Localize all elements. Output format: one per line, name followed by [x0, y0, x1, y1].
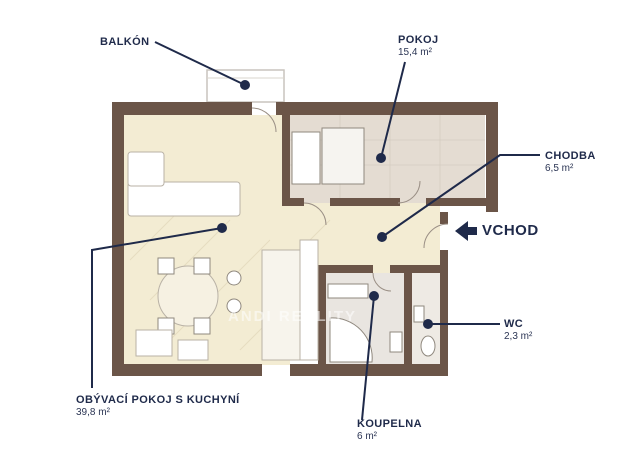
stool-2	[226, 298, 242, 314]
room-title: BALKÓN	[100, 36, 150, 48]
label-obyvaci: OBÝVACÍ POKOJ S KUCHYNÍ 39,8 m²	[76, 394, 240, 418]
label-koupelna: KOUPELNA 6 m²	[357, 418, 422, 442]
stool	[226, 270, 242, 286]
kitchen-counter	[261, 249, 301, 361]
bathtub	[329, 317, 373, 363]
room-area: 15,4 m²	[398, 46, 432, 58]
leader-dots	[217, 80, 433, 329]
leader-lines	[91, 41, 540, 421]
door-swings	[251, 107, 449, 292]
label-wc: WC 2,3 m²	[504, 318, 532, 342]
label-balkon: BALKÓN	[100, 36, 149, 49]
watermark: ANDI REALITY	[228, 308, 357, 325]
dining-table	[157, 257, 219, 335]
room-title: CHODBA	[545, 150, 596, 162]
walls	[112, 102, 498, 376]
room-title: WC	[504, 318, 524, 330]
room-title: KOUPELNA	[357, 418, 422, 430]
entrance-arrow-icon	[455, 221, 477, 241]
room-area: 39,8 m²	[76, 406, 110, 418]
wc-basin	[413, 305, 425, 323]
bed	[321, 127, 365, 185]
kitchen-unit	[299, 239, 319, 361]
armchair	[135, 329, 173, 357]
side-table	[177, 339, 209, 361]
room-area: 6,5 m²	[545, 162, 574, 174]
label-chodba: CHODBA 6,5 m²	[545, 150, 596, 174]
wardrobe	[291, 131, 321, 185]
room-title: POKOJ	[398, 34, 439, 46]
label-pokoj: POKOJ 15,4 m²	[398, 34, 439, 58]
washbasin	[327, 283, 369, 299]
sofa	[127, 151, 241, 217]
room-area: 6 m²	[357, 430, 377, 442]
room-title: OBÝVACÍ POKOJ S KUCHYNÍ	[76, 394, 240, 406]
toilet	[420, 335, 436, 357]
room-area: 2,3 m²	[504, 330, 533, 342]
entrance-label: VCHOD	[482, 222, 539, 239]
bath-cabinet	[389, 331, 403, 353]
